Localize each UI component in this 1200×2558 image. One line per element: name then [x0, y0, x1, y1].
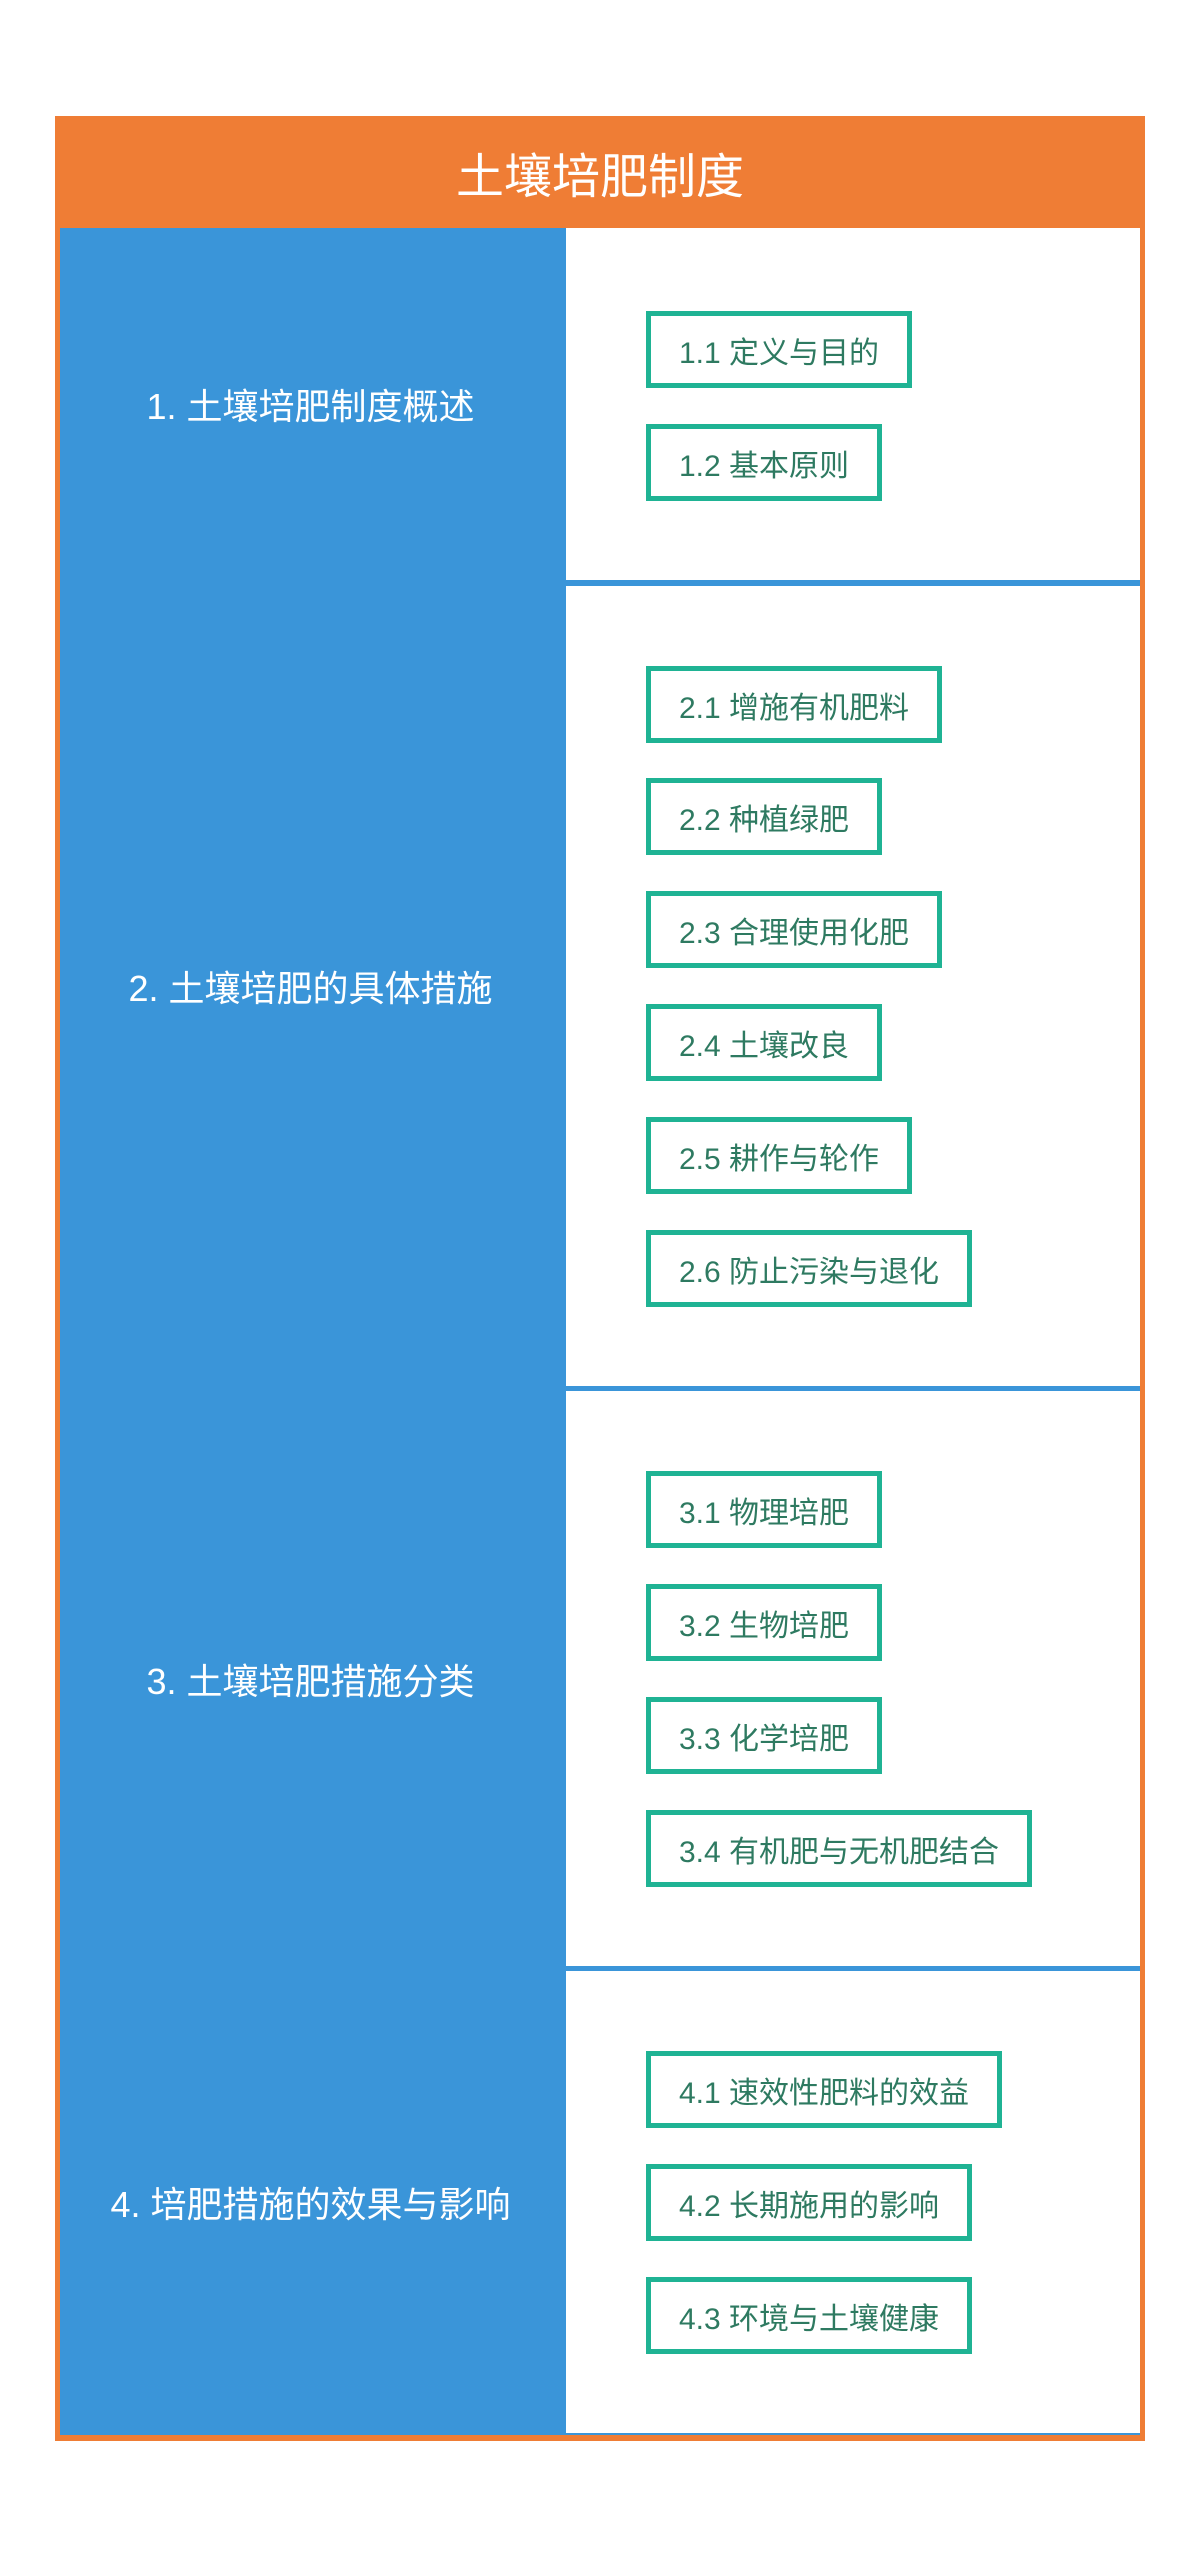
item-box: 2.3 合理使用化肥 — [646, 891, 943, 968]
item-box: 2.2 种植绿肥 — [646, 778, 883, 855]
item-box: 2.1 增施有机肥料 — [646, 666, 943, 743]
item-box: 1.2 基本原则 — [646, 424, 883, 501]
item-box: 3.3 化学培肥 — [646, 1697, 883, 1774]
section-items: 2.1 增施有机肥料 2.2 种植绿肥 2.3 合理使用化肥 2.4 土壤改良 … — [566, 586, 1140, 1386]
section-3: 3. 土壤培肥措施分类 3.1 物理培肥 3.2 生物培肥 3.3 化学培肥 3… — [60, 1391, 1140, 1966]
section-1: 1. 土壤培肥制度概述 1.1 定义与目的 1.2 基本原则 — [60, 228, 1140, 580]
item-box: 4.2 长期施用的影响 — [646, 2164, 973, 2241]
item-box: 4.3 环境与土壤健康 — [646, 2277, 973, 2354]
section-4: 4. 培肥措施的效果与影响 4.1 速效性肥料的效益 4.2 长期施用的影响 4… — [60, 1971, 1140, 2433]
section-items: 1.1 定义与目的 1.2 基本原则 — [566, 228, 1140, 580]
section-label: 3. 土壤培肥措施分类 — [60, 1391, 561, 1966]
item-box: 3.1 物理培肥 — [646, 1471, 883, 1548]
item-box: 2.6 防止污染与退化 — [646, 1230, 973, 1307]
item-box: 3.4 有机肥与无机肥结合 — [646, 1810, 1033, 1887]
section-label: 2. 土壤培肥的具体措施 — [60, 586, 561, 1386]
section-2: 2. 土壤培肥的具体措施 2.1 增施有机肥料 2.2 种植绿肥 2.3 合理使… — [60, 586, 1140, 1386]
diagram-frame: 土壤培肥制度 1. 土壤培肥制度概述 1.1 定义与目的 1.2 基本原则 2.… — [55, 116, 1145, 2441]
section-label: 4. 培肥措施的效果与影响 — [60, 1971, 561, 2433]
section-items: 4.1 速效性肥料的效益 4.2 长期施用的影响 4.3 环境与土壤健康 — [566, 1971, 1140, 2433]
item-box: 2.5 耕作与轮作 — [646, 1117, 913, 1194]
item-box: 1.1 定义与目的 — [646, 311, 913, 388]
section-label: 1. 土壤培肥制度概述 — [60, 228, 561, 580]
diagram-title: 土壤培肥制度 — [455, 151, 744, 204]
item-box: 2.4 土壤改良 — [646, 1004, 883, 1081]
sections-grid: 1. 土壤培肥制度概述 1.1 定义与目的 1.2 基本原则 2. 土壤培肥的具… — [60, 228, 1140, 2435]
item-box: 4.1 速效性肥料的效益 — [646, 2051, 1003, 2128]
section-items: 3.1 物理培肥 3.2 生物培肥 3.3 化学培肥 3.4 有机肥与无机肥结合 — [566, 1391, 1140, 1966]
item-box: 3.2 生物培肥 — [646, 1584, 883, 1661]
